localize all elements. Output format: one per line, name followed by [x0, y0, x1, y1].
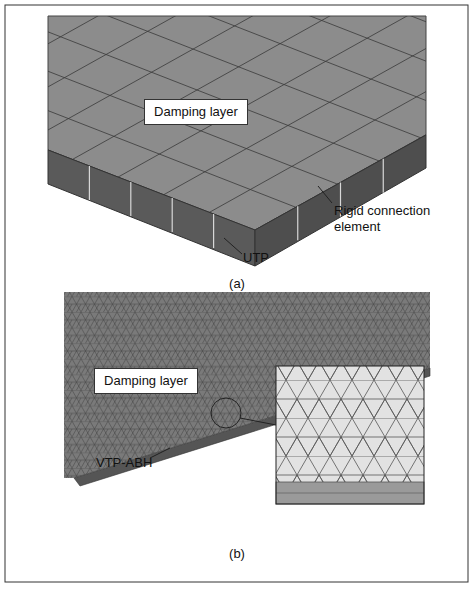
label-box: Damping layer [144, 99, 248, 125]
inset-plate-band [276, 482, 424, 504]
rigid-element-line [213, 214, 214, 248]
grid-line [68, 0, 474, 76]
zoom-circle [211, 398, 241, 428]
grid-line [0, 0, 474, 260]
rigid-element-line [297, 206, 298, 240]
grid-line [152, 0, 474, 30]
left-front-face [48, 150, 255, 266]
grid-line [110, 0, 474, 53]
rigid-element-line [89, 166, 90, 200]
inset-frame [276, 366, 424, 504]
rigid-element-line [172, 198, 173, 232]
grid-line [0, 0, 448, 306]
leader-line [150, 448, 170, 458]
part-label: UTP [243, 250, 269, 266]
inset-mesh [276, 366, 424, 504]
part-label: Rigid connection element [334, 203, 434, 234]
right-front-face [255, 135, 426, 266]
leader-line [318, 186, 332, 203]
zoom-leader [240, 418, 276, 425]
label-text: Damping layer [154, 104, 238, 120]
rigid-element-line [383, 159, 384, 193]
grid-line [0, 224, 28, 536]
leader-line [224, 238, 242, 254]
grid-line [0, 0, 295, 309]
grid-line [0, 201, 70, 513]
grid-line [0, 0, 340, 327]
grid-line [26, 0, 474, 99]
grid-line [0, 0, 474, 168]
grid-line [0, 0, 474, 283]
grid-line [35, 79, 474, 525]
label-box: Damping layer [94, 368, 198, 394]
part-label: VTP-ABH [96, 455, 152, 471]
grid-line [0, 0, 474, 237]
panel-caption: (a) [229, 276, 245, 292]
grid-line [0, 61, 474, 507]
rigid-element-line [130, 182, 131, 216]
grid-line [0, 0, 474, 145]
label-text: Damping layer [104, 373, 188, 389]
inset-ground [276, 366, 424, 504]
inset-band-line [276, 493, 424, 494]
frame [5, 5, 468, 582]
panel-caption: (b) [229, 546, 245, 562]
